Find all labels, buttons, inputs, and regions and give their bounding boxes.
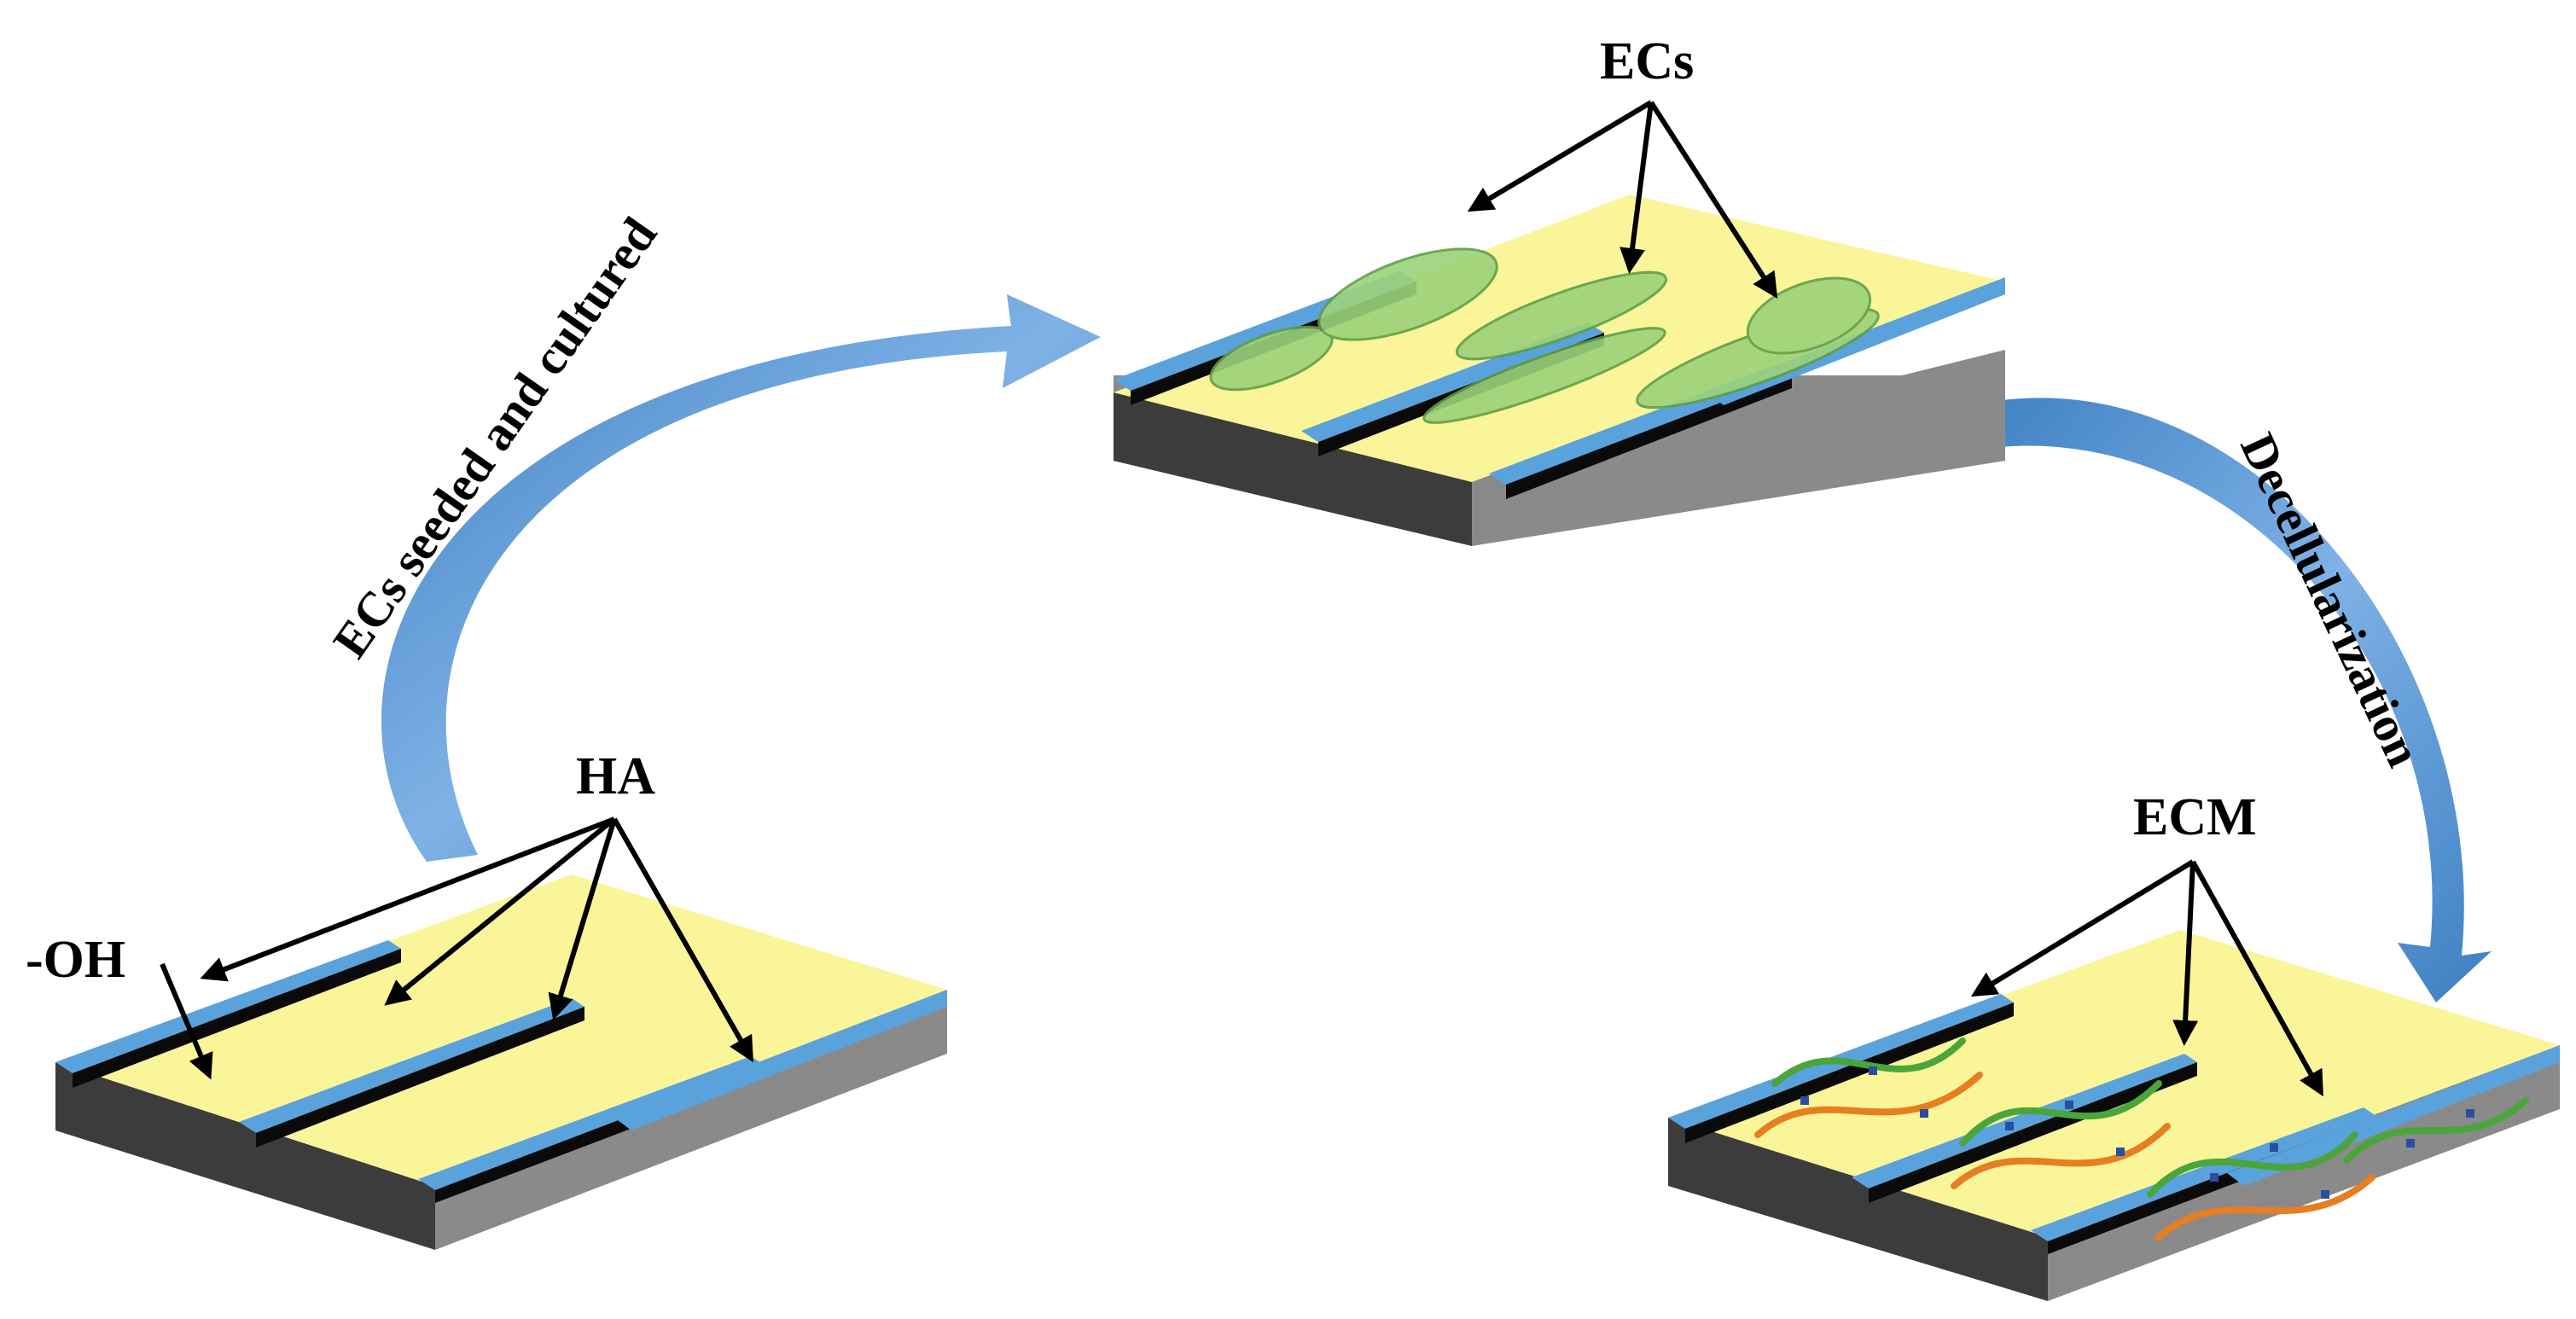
ridges-ha [55, 940, 947, 1203]
label-ha: HA [576, 747, 655, 805]
platform-ecm [1668, 930, 2560, 1301]
process-arrow-decell [1954, 398, 2492, 1002]
label-oh: -OH [26, 931, 125, 989]
pointer-arrows [160, 100, 2323, 1097]
ecm-fibers [1754, 1037, 2529, 1241]
platform-ha [55, 874, 947, 1250]
label-decell: Decellularization [2230, 425, 2432, 775]
process-arrow-seeded [381, 294, 1101, 862]
ecm-dots [1800, 1066, 2474, 1199]
platform-ecs [1114, 195, 2005, 546]
endothelial-cells [1209, 247, 1880, 424]
label-ecs: ECs [1600, 32, 1694, 90]
label-ecm: ECM [2133, 788, 2257, 846]
